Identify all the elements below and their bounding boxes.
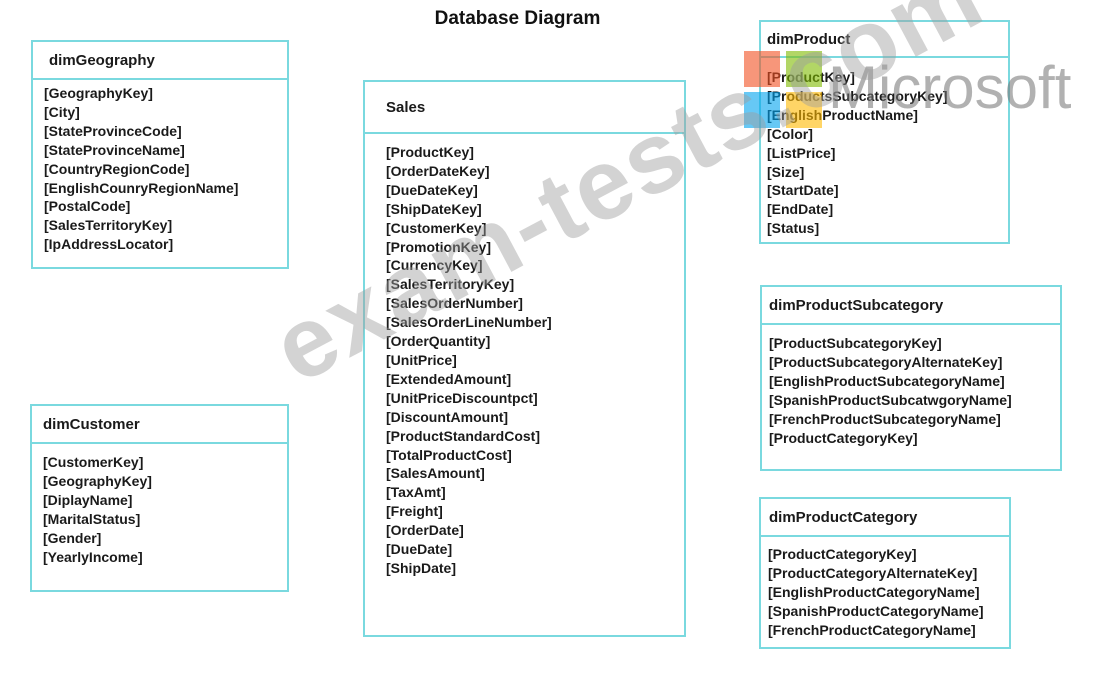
table-field: [OrderDateKey] xyxy=(386,162,490,179)
table-field: [PromotionKey] xyxy=(386,238,491,255)
table-field: [Status] xyxy=(767,220,820,237)
table-field: [ProductSubcategoryAlternateKey] xyxy=(769,353,1003,370)
table-field: [ProductCategoryKey] xyxy=(769,429,918,446)
table-field: [OrderQuantity] xyxy=(386,333,491,350)
table-header: dimProductSubcategory xyxy=(762,287,1060,325)
table-field: [UnitPrice] xyxy=(386,351,457,368)
table-header: dimProductCategory xyxy=(761,499,1009,537)
table-field: [TaxAmt] xyxy=(386,484,446,501)
table-field: [Gender] xyxy=(43,529,102,546)
table-field: [EnglishCounryRegionName] xyxy=(44,179,239,196)
table-field: [MaritalStatus] xyxy=(43,510,141,527)
field-list: [ProductKey] [OrderDateKey] [DueDateKey] [S… xyxy=(365,134,684,578)
table-field: [EndDate] xyxy=(767,201,834,218)
table-field: [FrenchProductSubcategoryName] xyxy=(769,410,1001,427)
table-field: [CustomerKey] xyxy=(43,454,144,470)
table-field: [DueDateKey] xyxy=(386,181,478,198)
table-dimproductsubcategory: dimProductSubcategory [ProductSubcategor… xyxy=(760,285,1062,471)
table-field: [UnitPriceDiscountpct] xyxy=(386,389,538,406)
table-field: [SalesTerritoryKey] xyxy=(44,217,173,234)
field-list: [ProductSubcategoryKey] [ProductSubcatego… xyxy=(762,325,1060,447)
table-field: [GeographyKey] xyxy=(44,85,153,101)
table-field: [ProductKey] xyxy=(386,144,474,160)
table-field: [StateProvinceName] xyxy=(44,141,185,158)
table-field: [DueDate] xyxy=(386,541,453,558)
table-field: [City] xyxy=(44,103,80,120)
field-list: [CustomerKey] [GeographyKey] [DiplayName] [… xyxy=(32,444,287,566)
table-field: [CustomerKey] xyxy=(386,219,487,236)
table-field: [ShipDate] xyxy=(386,559,456,576)
table-field: [ProductCategoryAlternateKey] xyxy=(768,564,978,581)
table-field: [ProductCategoryKey] xyxy=(768,546,917,562)
field-list: [ProductCategoryKey] [ProductCategoryAlte… xyxy=(761,537,1009,640)
table-field: [DiscountAmount] xyxy=(386,408,509,425)
table-field: [FrenchProductCategoryName] xyxy=(768,621,976,638)
table-field: [YearlyIncome] xyxy=(43,548,143,565)
table-field: [ProductSubcategoryKey] xyxy=(769,335,942,351)
table-sales: Sales [ProductKey] [OrderDateKey] [DueDate… xyxy=(363,80,686,637)
table-field: [ListPrice] xyxy=(767,144,836,161)
table-field: [CountryRegionCode] xyxy=(44,160,190,177)
table-field: [CurrencyKey] xyxy=(386,257,483,274)
table-field: [ShipDateKey] xyxy=(386,200,482,217)
table-header: Sales xyxy=(365,82,684,134)
table-field: [Size] xyxy=(767,163,805,180)
diagram-title: Database Diagram xyxy=(434,8,601,29)
table-dimgeography: dimGeography [GeographyKey] [City] [StateP… xyxy=(31,40,289,269)
field-list: [ProductKey] [ProductsSubcategoryKey] [Eng… xyxy=(761,58,1008,238)
table-field: [EnglishProductName] xyxy=(767,106,918,123)
table-field: [GeographyKey] xyxy=(43,472,152,489)
table-field: [SpanishProductCategoryName] xyxy=(768,602,984,619)
table-dimcustomer: dimCustomer [CustomerKey][GeographyKey][… xyxy=(30,404,289,592)
table-field: [EnglishProductSubcategoryName] xyxy=(769,372,1005,389)
table-field: [OrderDate] xyxy=(386,522,464,539)
table-field: [IpAddressLocator] xyxy=(44,236,174,253)
table-field: [ProductKey] xyxy=(767,69,855,85)
table-field: [StartDate] xyxy=(767,182,839,199)
table-field: [StateProvinceCode] xyxy=(44,122,182,139)
table-header: dimCustomer xyxy=(32,406,287,444)
table-field: [SalesOrderLineNumber] xyxy=(386,314,552,331)
table-field: [TotalProductCost] xyxy=(386,446,512,463)
table-field: [SalesAmount] xyxy=(386,465,485,482)
table-field: [SpanishProductSubcatwgoryName] xyxy=(769,391,1012,408)
table-field: [Freight] xyxy=(386,503,443,520)
table-field: [EnglishProductCategoryName] xyxy=(768,583,980,600)
table-field: [SalesOrderNumber] xyxy=(386,295,523,312)
table-field: [Color] xyxy=(767,125,813,142)
table-header: dimProduct xyxy=(761,22,1008,58)
table-field: [SalesTerritoryKey] xyxy=(386,276,515,293)
table-field: [ProductStandardCost] xyxy=(386,427,540,444)
table-field: [ExtendedAmount] xyxy=(386,370,512,387)
field-list: [GeographyKey] [City] [StateProvinceCode] [… xyxy=(33,80,287,254)
table-dimproductcategory: dimProductCategory [ProductCategoryKey][… xyxy=(759,497,1011,649)
table-dimproduct: dimProduct [ProductKey] [ProductsSubcateg… xyxy=(759,20,1010,244)
table-field: [PostalCode] xyxy=(44,198,131,215)
table-field: [DiplayName] xyxy=(43,491,133,508)
table-header: dimGeography xyxy=(33,42,287,80)
table-field: [ProductsSubcategoryKey] xyxy=(767,87,948,104)
